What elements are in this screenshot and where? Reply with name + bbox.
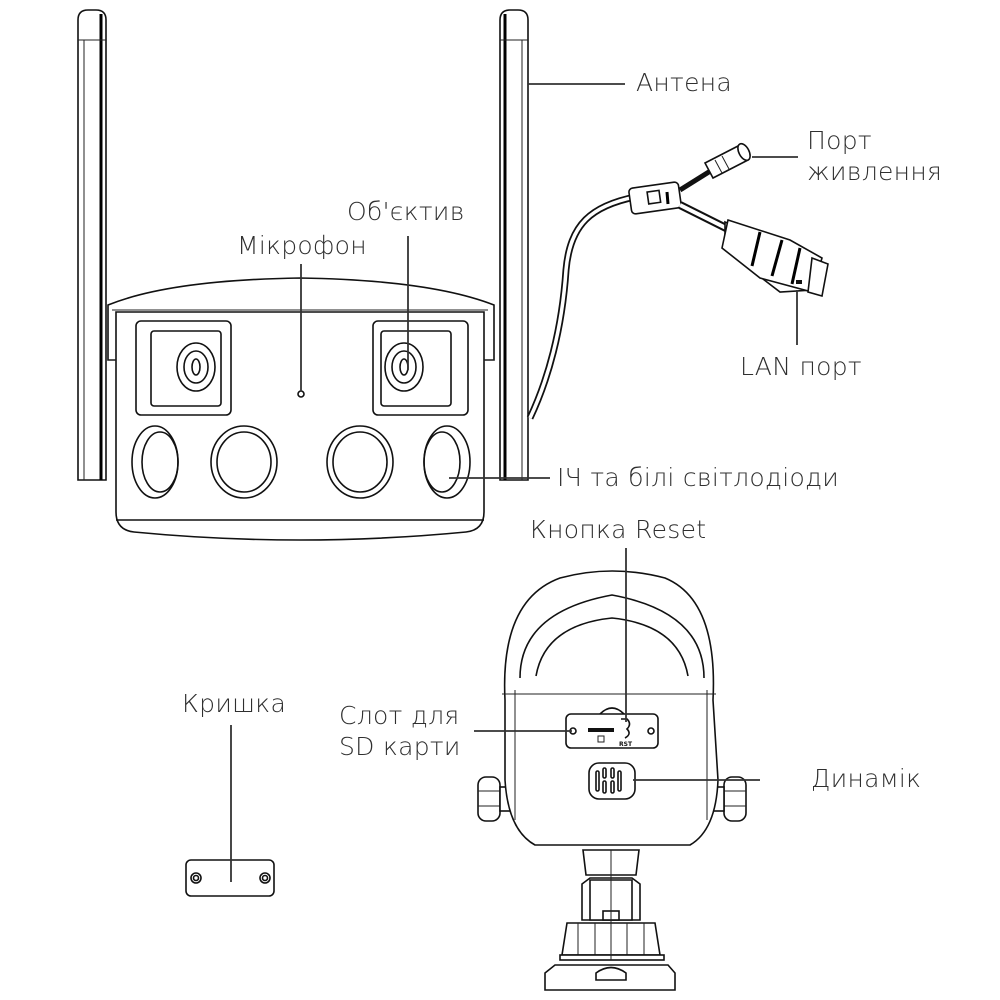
label-lan-port: LAN порт bbox=[740, 352, 862, 381]
sd-cover-plate bbox=[185, 859, 275, 897]
leader-lines bbox=[230, 83, 798, 882]
label-ir-white-leds: ІЧ та білі світлодіоди bbox=[557, 463, 840, 492]
label-reset-button: Кнопка Reset bbox=[530, 515, 707, 544]
label-speaker: Динамік bbox=[811, 764, 922, 793]
label-antenna: Антена bbox=[636, 68, 733, 97]
sd-slot bbox=[588, 728, 614, 732]
bottom-view-camera: RST bbox=[477, 570, 747, 991]
front-view-camera bbox=[77, 9, 829, 541]
power-lan-cable bbox=[526, 142, 829, 420]
reset-button[interactable] bbox=[621, 718, 631, 739]
right-knob bbox=[711, 776, 747, 822]
mount-bracket bbox=[544, 849, 676, 991]
label-microphone: Мікрофон bbox=[237, 231, 367, 260]
label-power-port-line2: живлення bbox=[807, 157, 943, 186]
left-lens-module bbox=[135, 320, 232, 416]
left-antenna bbox=[77, 9, 107, 481]
speaker-grille bbox=[588, 762, 636, 800]
camera-front-body bbox=[107, 277, 495, 541]
label-sd-slot-line1: Слот для bbox=[339, 701, 460, 730]
reset-marking: RST bbox=[619, 741, 633, 748]
label-cover: Кришка bbox=[182, 689, 287, 718]
label-power-port-line1: Порт bbox=[807, 126, 872, 155]
label-sd-slot-line2: SD карти bbox=[339, 732, 461, 761]
right-lens-module bbox=[372, 320, 469, 416]
right-antenna bbox=[499, 9, 529, 481]
led-array bbox=[131, 425, 471, 499]
sd-reset-panel: RST bbox=[565, 707, 659, 749]
label-lens: Об'єктив bbox=[347, 197, 465, 226]
